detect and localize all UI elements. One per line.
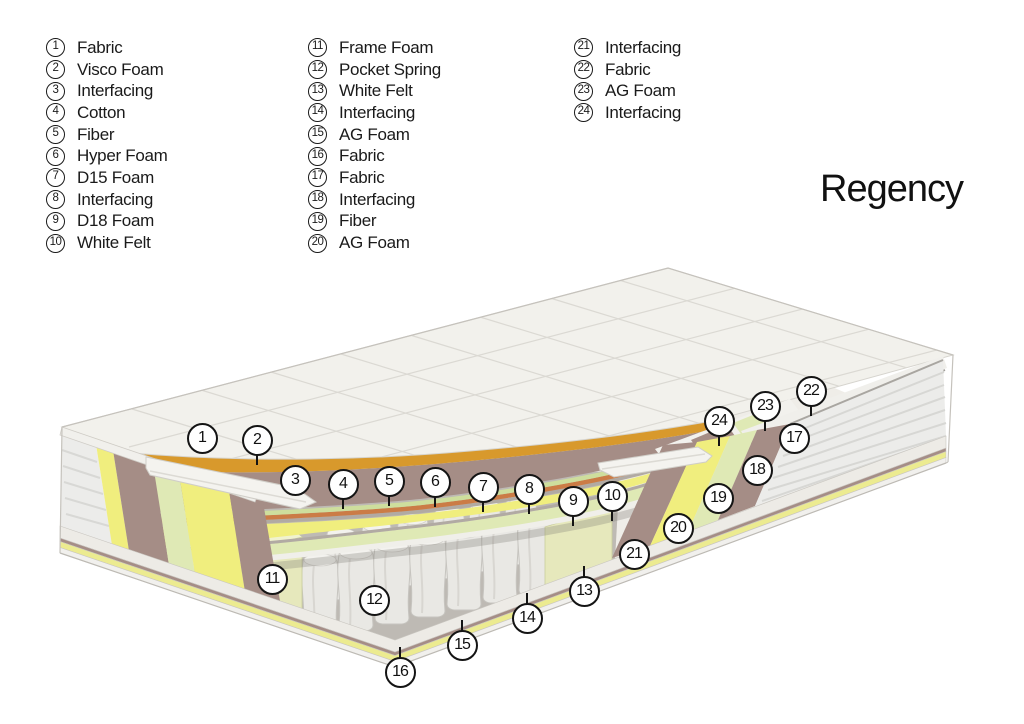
legend-item-label: Fabric — [339, 146, 385, 166]
legend-number-badge: 17 — [308, 168, 327, 188]
legend-item-14: 14 Interfacing — [308, 102, 441, 124]
legend-item-21: 21 Interfacing — [574, 37, 681, 59]
silhouette-edges — [59, 267, 954, 554]
legend-number-badge: 20 — [308, 233, 327, 253]
legend-item-label: Fabric — [77, 37, 123, 57]
left-fiber-stripe — [152, 458, 195, 574]
legend-item-label: Interfacing — [605, 37, 682, 57]
legend-item-16: 16 Fabric — [308, 145, 441, 167]
legend-item-label: White Felt — [77, 233, 151, 253]
legend-number-badge: 19 — [308, 211, 327, 231]
legend-number-badge: 24 — [574, 103, 593, 123]
legend-item-label: Interfacing — [339, 189, 416, 209]
legend-number-badge: 4 — [46, 103, 65, 123]
legend-item-24: 24 Interfacing — [574, 102, 681, 124]
d18-foam-layer — [149, 471, 691, 563]
legend-number-badge: 3 — [46, 81, 65, 101]
legend-number-badge: 11 — [308, 38, 327, 58]
legend-item-label: Interfacing — [339, 102, 416, 122]
legend-item-2: 2 Visco Foam — [46, 59, 168, 81]
interfacing-8-layer — [149, 468, 689, 552]
legend-number-badge: 21 — [574, 38, 593, 58]
legend-item-label: Cotton — [77, 102, 126, 122]
left-band-ribs — [61, 449, 110, 527]
legend-number-badge: 6 — [46, 146, 65, 166]
legend-item-label: Visco Foam — [77, 59, 164, 79]
legend-number-badge: 23 — [574, 81, 593, 101]
legend-item-label: Pocket Spring — [339, 59, 441, 79]
legend-item-23: 23 AG Foam — [574, 80, 681, 102]
legend-item-13: 13 White Felt — [308, 80, 441, 102]
legend-item-22: 22 Fabric — [574, 59, 681, 81]
legend-item-label: Interfacing — [77, 189, 154, 209]
legend-item-7: 7 D15 Foam — [46, 167, 168, 189]
legend-number-badge: 8 — [46, 190, 65, 210]
legend-number-badge: 7 — [46, 168, 65, 188]
legend-number-badge: 14 — [308, 103, 327, 123]
legend-number-badge: 18 — [308, 190, 327, 210]
legend-item-label: Fabric — [339, 167, 385, 187]
legend-item-label: D15 Foam — [77, 167, 154, 187]
legend-item-6: 6 Hyper Foam — [46, 145, 168, 167]
legend-item-19: 19 Fiber — [308, 211, 441, 233]
legend-item-label: Interfacing — [77, 81, 154, 101]
legend-number-badge: 16 — [308, 146, 327, 166]
legend-number-badge: 10 — [46, 233, 65, 253]
legend-item-11: 11 Frame Foam — [308, 37, 441, 59]
legend-number-badge: 15 — [308, 125, 327, 145]
legend-item-label: Hyper Foam — [77, 146, 168, 166]
legend-item-label: Fiber — [77, 124, 115, 144]
legend-item-10: 10 White Felt — [46, 232, 168, 254]
side-band-ribs — [761, 371, 947, 502]
legend-item-9: 9 D18 Foam — [46, 211, 168, 233]
legend-item-3: 3 Interfacing — [46, 80, 168, 102]
legend-item-8: 8 Interfacing — [46, 189, 168, 211]
legend-item-label: D18 Foam — [77, 211, 154, 231]
legend-item-label: AG Foam — [339, 124, 410, 144]
left-hyper-foam-stripe — [178, 467, 245, 592]
interfacing-7-layer — [149, 452, 705, 527]
legend-number-badge: 2 — [46, 60, 65, 80]
legend-item-label: Interfacing — [605, 102, 682, 122]
legend-item-label: Fiber — [339, 211, 377, 231]
legend-item-4: 4 Cotton — [46, 102, 168, 124]
legend-number-badge: 1 — [46, 38, 65, 58]
legend-item-label: Fabric — [605, 59, 651, 79]
cover-flaps — [145, 446, 713, 510]
legend-item-12: 12 Pocket Spring — [308, 59, 441, 81]
interfacing-21-stripe — [612, 442, 697, 558]
left-ag-foam-stripe — [95, 438, 129, 551]
legend-item-5: 5 Fiber — [46, 124, 168, 146]
legend-item-label: White Felt — [339, 81, 413, 101]
fabric-22-strip — [741, 356, 947, 443]
legend-item-18: 18 Interfacing — [308, 189, 441, 211]
legend-number-badge: 9 — [46, 211, 65, 231]
legend-item-17: 17 Fabric — [308, 167, 441, 189]
hyper-foam-layer — [150, 456, 700, 548]
legend-number-badge: 22 — [574, 60, 593, 80]
legend-item-label: Frame Foam — [339, 37, 434, 57]
product-title: Regency — [820, 168, 964, 210]
legend-item-label: AG Foam — [339, 233, 410, 253]
legend-number-badge: 12 — [308, 60, 327, 80]
legend-item-label: AG Foam — [605, 81, 676, 101]
legend-item-15: 15 AG Foam — [308, 124, 441, 146]
legend-item-1: 1 Fabric — [46, 37, 168, 59]
legend-number-badge: 13 — [308, 81, 327, 101]
legend-item-20: 20 AG Foam — [308, 232, 441, 254]
left-interfacing-stripe — [112, 444, 169, 565]
legend-number-badge: 5 — [46, 125, 65, 145]
